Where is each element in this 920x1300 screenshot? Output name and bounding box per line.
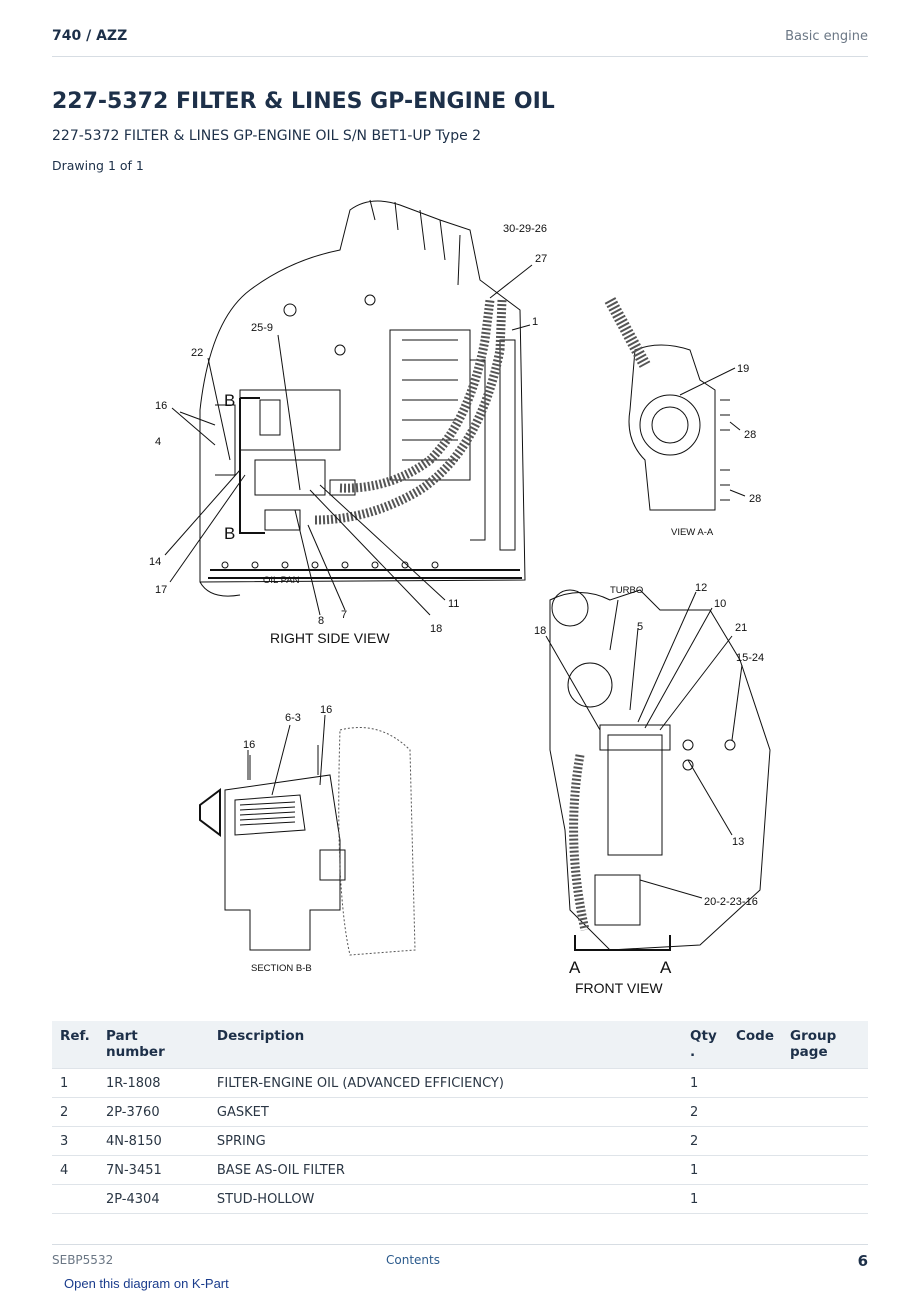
cell-code (728, 1068, 783, 1098)
col-qty: Qty . (682, 1021, 728, 1069)
callout-30-29-26: 30-29-26 (503, 223, 547, 235)
cell-group-page (782, 1097, 868, 1127)
cell-qty: 1 (682, 1155, 728, 1185)
turbo-label: TURBO (610, 585, 643, 596)
callout-16-section-right: 16 (320, 704, 332, 716)
callout-18-side: 18 (430, 623, 442, 635)
cell-qty: 2 (682, 1126, 728, 1156)
callout-27: 27 (535, 253, 547, 265)
col-description: Description (208, 1021, 683, 1069)
parts-table: Ref. Part number Description Qty . Code … (52, 1021, 868, 1214)
callout-16-section-left: 16 (243, 739, 255, 751)
cell-group-page (782, 1184, 868, 1214)
footer-doc-code: SEBP5532 (52, 1253, 114, 1267)
cell-group-page (782, 1068, 868, 1098)
cell-ref (52, 1184, 98, 1214)
view-aa-outline (628, 344, 716, 511)
callout-10: 10 (714, 598, 726, 610)
cell-ref: 3 (52, 1126, 98, 1156)
doc-id: 740 / AZZ (52, 28, 128, 44)
page-subtitle: 227-5372 FILTER & LINES GP-ENGINE OIL S/… (52, 128, 482, 144)
cell-description: STUD-HOLLOW (208, 1184, 683, 1214)
cell-code (728, 1155, 783, 1185)
col-code: Code (728, 1021, 783, 1069)
cell-part-number: 4N-8150 (97, 1126, 209, 1156)
parts-diagram: 30-29-26 27 1 25-9 22 16 4 B B 14 17 OIL… (140, 190, 800, 1005)
callout-28-lower: 28 (749, 493, 761, 505)
oil-hose (339, 299, 495, 493)
table-row: 2 2P-3760 GASKET 2 (52, 1097, 868, 1127)
callout-16: 16 (155, 400, 167, 412)
cell-ref: 1 (52, 1068, 98, 1098)
table-header-row: Ref. Part number Description Qty . Code … (52, 1021, 868, 1069)
callout-18-front: 18 (534, 625, 546, 637)
cell-qty: 2 (682, 1097, 728, 1127)
cell-part-number: 2P-4304 (97, 1184, 209, 1214)
cell-description: GASKET (208, 1097, 683, 1127)
callout-12: 12 (695, 582, 707, 594)
drawing-count: Drawing 1 of 1 (52, 158, 144, 173)
callout-19: 19 (737, 363, 749, 375)
cell-code (728, 1097, 783, 1127)
callout-21: 21 (735, 622, 747, 634)
front-view-outline (549, 589, 771, 951)
cell-ref: 4 (52, 1155, 98, 1185)
cell-qty: 1 (682, 1184, 728, 1214)
front-view-label: FRONT VIEW (575, 980, 663, 996)
cell-ref: 2 (52, 1097, 98, 1127)
cell-part-number: 7N-3451 (97, 1155, 209, 1185)
cell-code (728, 1126, 783, 1156)
callout-8: 8 (318, 615, 324, 627)
page-header: 740 / AZZ Basic engine (52, 28, 868, 57)
callout-4: 4 (155, 436, 161, 448)
callout-25-9: 25-9 (251, 322, 273, 334)
table-row: 1 1R-1808 FILTER-ENGINE OIL (ADVANCED EF… (52, 1068, 868, 1098)
table-row: 3 4N-8150 SPRING 2 (52, 1126, 868, 1156)
contents-link[interactable]: Contents (386, 1253, 440, 1267)
callout-7: 7 (341, 609, 347, 621)
view-aa-label: VIEW A-A (671, 527, 714, 538)
callout-14: 14 (149, 556, 161, 568)
callout-11: 11 (448, 598, 459, 610)
callout-15-24: 15-24 (736, 652, 764, 664)
callout-28-upper: 28 (744, 429, 756, 441)
page-title: 227-5372 FILTER & LINES GP-ENGINE OIL (52, 89, 555, 114)
table-row: 4 7N-3451 BASE AS-OIL FILTER 1 (52, 1155, 868, 1185)
right-side-view-label: RIGHT SIDE VIEW (270, 630, 390, 646)
callout-13: 13 (732, 836, 744, 848)
kpart-link[interactable]: Open this diagram on K-Part (64, 1276, 229, 1291)
cell-group-page (782, 1155, 868, 1185)
marker-b-bottom: B (224, 524, 235, 543)
callout-6-3: 6-3 (285, 712, 301, 724)
cell-part-number: 2P-3760 (97, 1097, 209, 1127)
marker-a-left: A (569, 958, 581, 977)
marker-a-right: A (660, 958, 672, 977)
cell-code (728, 1184, 783, 1214)
section-bb-outline (224, 774, 341, 951)
callout-1: 1 (532, 316, 538, 328)
page-number: 6 (857, 1252, 868, 1270)
callout-20-2-23-16: 20-2-23-16 (704, 896, 758, 908)
section-name: Basic engine (785, 29, 868, 44)
col-group-page: Group page (782, 1021, 868, 1069)
callout-22: 22 (191, 347, 203, 359)
callout-17: 17 (155, 584, 167, 596)
cell-group-page (782, 1126, 868, 1156)
cell-description: BASE AS-OIL FILTER (208, 1155, 683, 1185)
oil-pan-label: OIL PAN (263, 575, 300, 586)
cell-part-number: 1R-1808 (97, 1068, 209, 1098)
marker-b-top: B (224, 391, 235, 410)
table-row: 2P-4304 STUD-HOLLOW 1 (52, 1184, 868, 1214)
parts-diagram-svg: 30-29-26 27 1 25-9 22 16 4 B B 14 17 OIL… (149, 199, 771, 996)
engine-outline (199, 200, 526, 583)
cell-description: SPRING (208, 1126, 683, 1156)
cell-qty: 1 (682, 1068, 728, 1098)
col-part-number: Part number (97, 1021, 209, 1069)
callout-5: 5 (637, 621, 643, 633)
col-ref: Ref. (52, 1021, 98, 1069)
footer-divider (52, 1244, 868, 1245)
cell-description: FILTER-ENGINE OIL (ADVANCED EFFICIENCY) (208, 1068, 683, 1098)
section-bb-label: SECTION B-B (251, 963, 312, 974)
